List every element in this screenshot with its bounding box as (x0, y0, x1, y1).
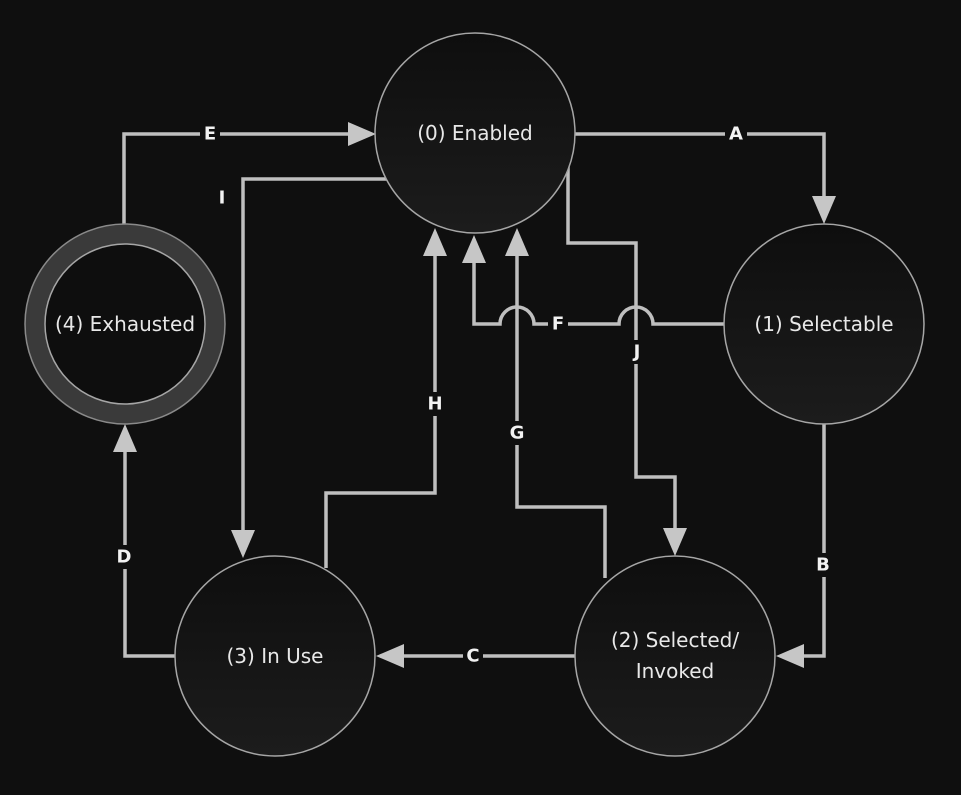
edge-I-arrowhead (231, 530, 255, 558)
edge-C-arrowhead (376, 644, 404, 668)
node-selected-invoked: (2) Selected/ Invoked (574, 555, 776, 757)
edge-E-line (122, 132, 352, 225)
edge-J-line (566, 165, 677, 532)
edge-label-C: C (466, 646, 479, 667)
edge-A-line (575, 132, 826, 200)
edge-D-line (123, 448, 176, 658)
node-selectable-label: (1) Selectable (754, 312, 893, 336)
node-exhausted-inner (44, 243, 206, 405)
edge-label-F: F (552, 314, 564, 335)
edge-label-H: H (427, 394, 442, 415)
node-selected-invoked-label-line2: Invoked (636, 659, 715, 683)
edge-H-line (324, 254, 437, 568)
edge-label-B: B (816, 555, 830, 576)
edge-F-line (472, 260, 724, 326)
edge-F-arrowhead (462, 235, 486, 263)
connectors (113, 122, 836, 668)
edge-labels: E A I F J H G D B C (113, 124, 834, 667)
node-enabled: (0) Enabled (374, 32, 576, 234)
edge-G-line (515, 254, 607, 578)
node-exhausted: (4) Exhausted (24, 223, 226, 425)
edge-H-arrowhead (423, 228, 447, 256)
node-selectable: (1) Selectable (723, 223, 925, 425)
edge-A-arrowhead (812, 196, 836, 224)
edge-J-arrowhead (663, 528, 687, 556)
edge-label-A: A (729, 124, 743, 145)
edge-D-arrowhead (113, 424, 137, 452)
edge-label-E: E (204, 124, 216, 145)
edge-B-line (800, 424, 826, 658)
edge-label-G: G (510, 423, 525, 444)
node-enabled-label: (0) Enabled (417, 121, 533, 145)
node-in-use: (3) In Use (174, 555, 376, 757)
node-in-use-label: (3) In Use (227, 644, 324, 668)
edge-label-J: J (632, 342, 641, 363)
edge-label-I: I (219, 188, 226, 209)
edge-B-arrowhead (776, 644, 804, 668)
node-exhausted-label: (4) Exhausted (55, 312, 195, 336)
edge-I-line (241, 177, 388, 533)
edge-label-D: D (117, 547, 132, 568)
edge-G-arrowhead (505, 228, 529, 256)
node-selected-invoked-label-line1: (2) Selected/ (611, 628, 739, 652)
edge-E-arrowhead (348, 122, 376, 146)
